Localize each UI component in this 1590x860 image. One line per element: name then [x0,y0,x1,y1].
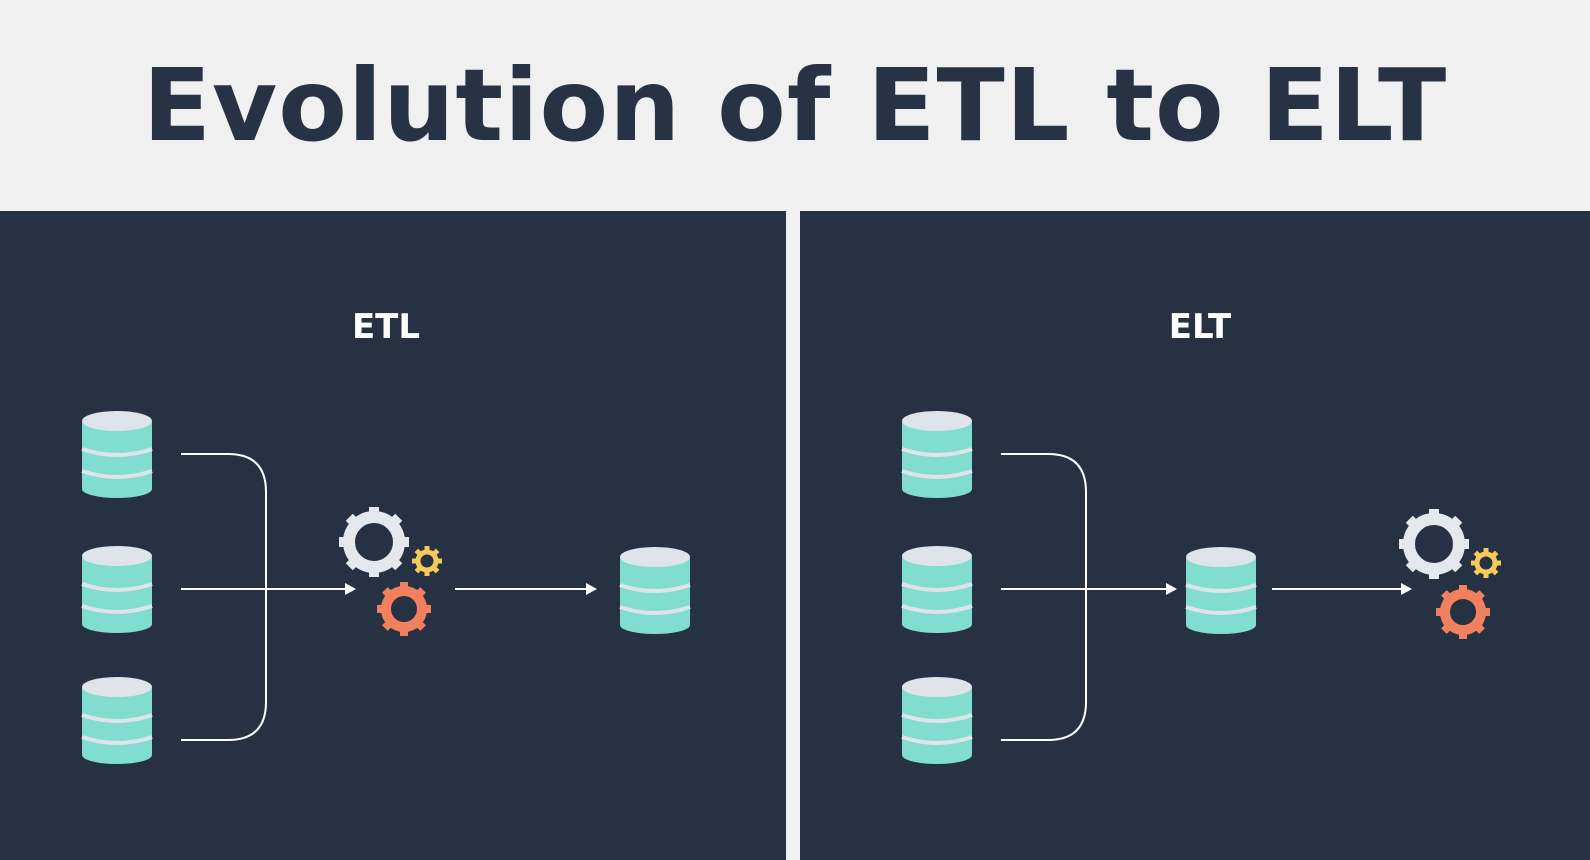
target-database-icon [1185,547,1257,634]
database-icon [901,677,973,764]
elt-merge-bracket [1001,453,1087,741]
etl-arrowhead-2 [586,583,597,595]
elt-panel-title: ELT [1168,307,1232,347]
etl-connectors [181,453,590,741]
gear-medium-icon [1436,585,1490,639]
database-icon [81,546,153,633]
etl-panel: ETL [0,211,786,860]
elt-arrowhead-1 [1166,583,1177,595]
database-icon [901,546,973,633]
transform-gears-icon [1399,509,1501,639]
gear-large-icon [339,507,409,577]
target-database-icon [619,547,691,634]
elt-arrowhead-2 [1401,583,1412,595]
database-icon [81,411,153,498]
etl-merge-bracket [181,453,267,741]
gear-medium-icon [377,582,431,636]
etl-diagram [81,411,691,764]
elt-connectors [1001,453,1405,741]
elt-diagram [901,411,1501,764]
page-title: Evolution of ETL to ELT [142,46,1448,164]
gear-large-icon [1399,509,1469,579]
gear-small-icon [1471,548,1501,578]
database-icon [901,411,973,498]
database-icon [81,677,153,764]
gear-small-icon [412,546,442,576]
etl-arrowhead-1 [345,583,356,595]
etl-panel-title: ETL [351,307,421,347]
elt-panel: ELT [800,211,1590,860]
transform-gears-icon [339,507,442,636]
